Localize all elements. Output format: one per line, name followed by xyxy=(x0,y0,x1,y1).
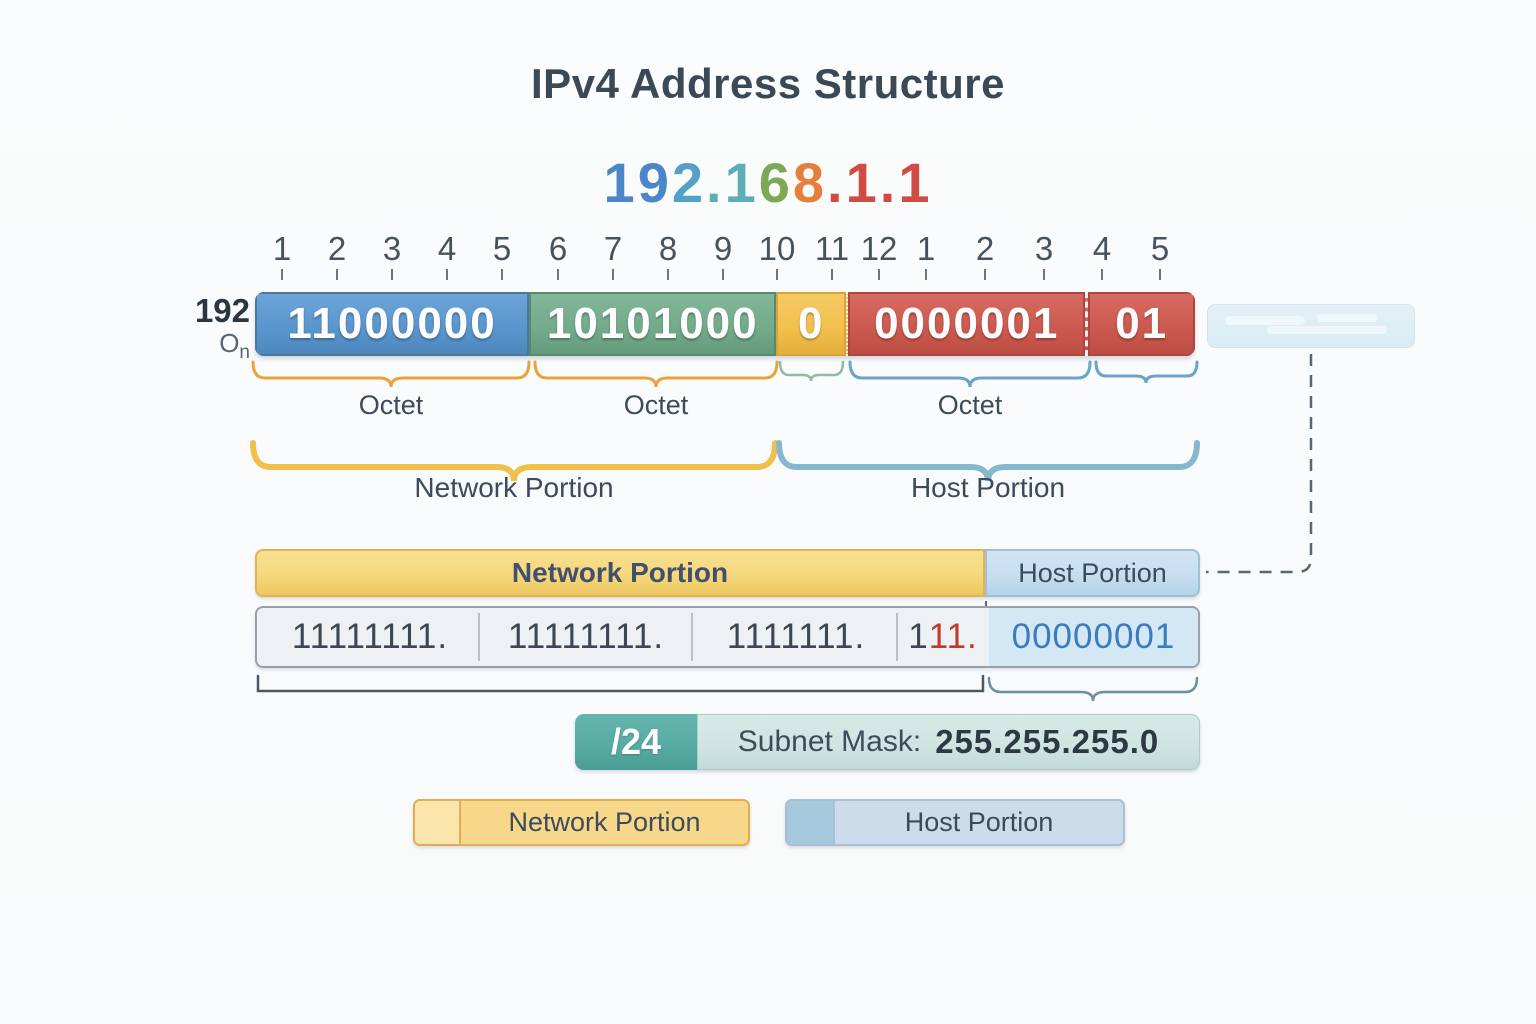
octet4-brace xyxy=(1094,360,1199,384)
ip-digit: 6 xyxy=(758,151,793,214)
ruler-number: 3 xyxy=(382,230,402,267)
ruler-number: 3 xyxy=(1034,230,1054,267)
octet4-segment: 01 xyxy=(1085,292,1195,356)
ruler-tick xyxy=(391,269,393,280)
octet3-segment: 0000001 xyxy=(848,292,1086,356)
ruler-tick xyxy=(878,269,880,280)
legend-host-label: Host Portion xyxy=(904,807,1054,837)
ip-digit: 8 xyxy=(792,151,828,214)
mask-host-background xyxy=(989,608,1198,666)
ruler-tick xyxy=(925,269,927,280)
ruler-tick xyxy=(281,269,283,280)
ruler-tick xyxy=(776,269,778,280)
ip-address: 192.168.1.1 xyxy=(0,150,1536,215)
ip-digit: 1 xyxy=(603,151,638,214)
ruler-number: 4 xyxy=(1092,230,1112,267)
ruler-number: 2 xyxy=(327,230,347,267)
ip-digit: 1 xyxy=(724,151,759,214)
yellow-bit-segment: 0 xyxy=(776,292,849,356)
ruler-tick xyxy=(831,269,833,280)
ruler-number: 8 xyxy=(658,230,678,267)
ruler-number: 12 xyxy=(860,230,898,267)
ruler-tick xyxy=(1043,269,1045,280)
ruler-number: 9 xyxy=(713,230,733,267)
ip-dot: . xyxy=(879,151,899,214)
ruler-tick xyxy=(1101,269,1103,280)
ruler-number: 4 xyxy=(437,230,457,267)
ruler-number: 5 xyxy=(1150,230,1170,267)
mask-separator xyxy=(896,613,898,661)
mask-octet2-bits: 11111111. xyxy=(507,617,665,656)
subnet-mask-label: Subnet Mask: xyxy=(737,725,922,758)
subnet-mask-value: 255.255.255.0 xyxy=(935,723,1160,760)
ruler-number: 2 xyxy=(975,230,995,267)
mask-octet1-bits: 11111111. xyxy=(291,617,449,656)
network-color-swatch xyxy=(415,801,461,844)
legend-network-label: Network Portion xyxy=(508,807,701,837)
mask-network-bracket xyxy=(256,674,985,693)
ip-dot: . xyxy=(827,151,846,214)
ruler-tick xyxy=(501,269,503,280)
ruler-tick xyxy=(667,269,669,280)
ip-digit: 2 xyxy=(671,151,706,214)
ip-dot: . xyxy=(706,151,725,214)
portion-bar: Network Portion Host Portion xyxy=(255,549,1200,597)
legend-host: Host Portion xyxy=(785,799,1125,846)
ruler-number: 6 xyxy=(548,230,568,267)
octet3-label: Octet xyxy=(937,390,1003,420)
ruler-number: 11 xyxy=(814,230,850,267)
subnet-mask-pill: /24 Subnet Mask: 255.255.255.0 xyxy=(575,714,1200,770)
ip-digit: 1 xyxy=(898,151,933,214)
portion-bar-network: Network Portion xyxy=(255,549,985,597)
ip-digit: 1 xyxy=(845,151,880,214)
ruler-number: 1 xyxy=(272,230,292,267)
octet1-brace xyxy=(251,360,531,388)
octet2-segment: 10101000 xyxy=(529,292,777,356)
ip-digit: 9 xyxy=(637,151,672,214)
dashed-connector xyxy=(1206,354,1313,574)
ruler-number: 7 xyxy=(603,230,623,267)
ruler-number: 1 xyxy=(916,230,936,267)
mask-octet3-bits: 1111111. xyxy=(726,617,866,656)
ruler-tick xyxy=(722,269,724,280)
decimal-value: 192 xyxy=(194,292,250,329)
page-title: IPv4 Address Structure xyxy=(531,60,1005,107)
decimal-row-label: 192 On xyxy=(140,294,250,368)
host-color-swatch xyxy=(787,801,835,844)
octet2-brace xyxy=(533,360,779,388)
ruler-number: 5 xyxy=(492,230,512,267)
mask-separator xyxy=(691,613,693,661)
portion-bar-host: Host Portion xyxy=(985,549,1200,597)
legend-network: Network Portion xyxy=(413,799,750,846)
mask-separator xyxy=(478,613,480,661)
ruler-tick xyxy=(612,269,614,280)
host-portion-label: Host Portion xyxy=(910,472,1066,503)
octet1-label: Octet xyxy=(358,390,424,420)
ruler-tick xyxy=(1159,269,1161,280)
mask-host-bits: 00000001 xyxy=(1011,617,1176,656)
ruler-tick xyxy=(984,269,986,280)
octet3-brace xyxy=(848,360,1092,388)
ruler-number: 10 xyxy=(758,230,796,267)
cidr-prefix: /24 xyxy=(575,714,697,770)
octet1-segment: 11000000 xyxy=(255,292,530,356)
binary-address-bar: 11000000 10101000 0 0000001 01 xyxy=(255,292,1195,356)
mask-host-bracket xyxy=(987,676,1199,702)
subnet-mask-body: Subnet Mask: 255.255.255.0 xyxy=(697,714,1200,770)
network-portion-label: Network Portion xyxy=(414,472,614,503)
ruler-tick xyxy=(336,269,338,280)
radix-label: On xyxy=(219,328,250,364)
faded-note-box xyxy=(1207,304,1415,348)
ruler-tick xyxy=(557,269,559,280)
yellow-bit-brace xyxy=(778,360,845,382)
octet2-label: Octet xyxy=(623,390,689,420)
ruler-tick xyxy=(446,269,448,280)
